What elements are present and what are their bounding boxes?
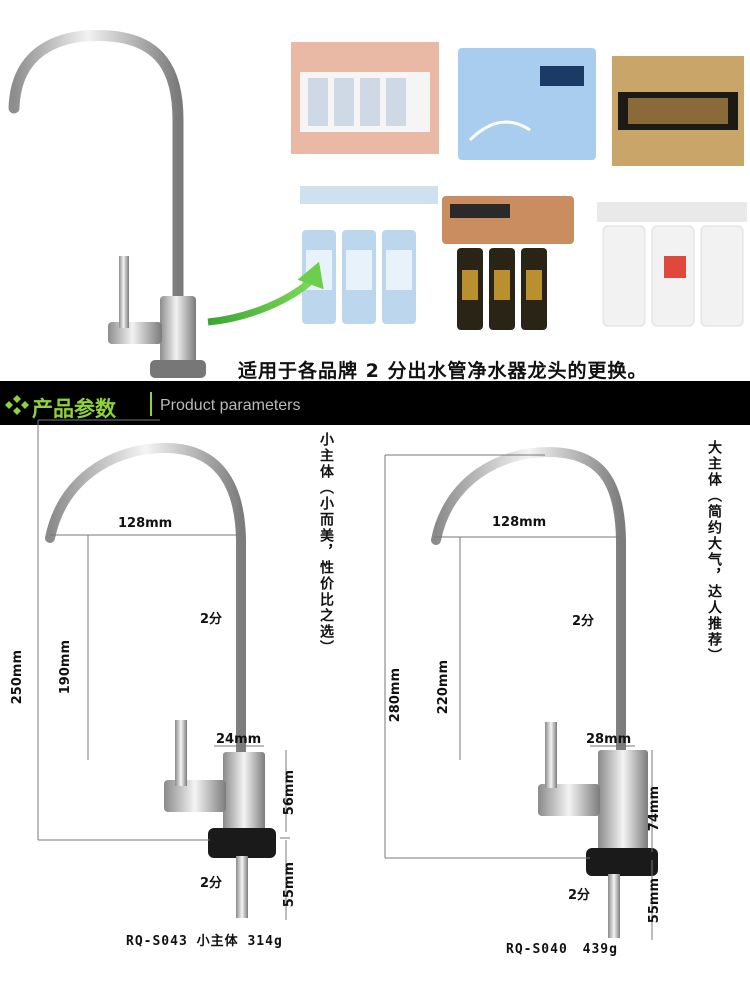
purifier-photo-1 bbox=[291, 42, 439, 154]
banner-subtitle: Product parameters bbox=[160, 397, 301, 414]
large-thread-top-label: 2分 bbox=[572, 614, 595, 629]
small-model-number: RQ-S043 bbox=[126, 934, 188, 949]
small-dimension-lines bbox=[37, 419, 290, 920]
large-spout-height-label: 220mm bbox=[436, 660, 451, 715]
small-model-name: 小主体 bbox=[196, 934, 239, 949]
small-spout-height-label: 190mm bbox=[58, 640, 73, 695]
large-reach-label: 128mm bbox=[492, 515, 547, 530]
large-faucet-drawing bbox=[431, 446, 658, 938]
diamond-cluster-icon bbox=[5, 395, 29, 415]
large-thread-bottom-label: 2分 bbox=[568, 888, 591, 903]
large-shank-height-label: 55mm bbox=[647, 878, 662, 924]
small-faucet-drawing bbox=[45, 442, 276, 918]
large-body-width-label: 28mm bbox=[586, 732, 632, 747]
large-body-title: 大主体（简约大气，达人推荐） bbox=[706, 440, 722, 664]
small-reach-label: 128mm bbox=[118, 516, 173, 531]
large-model-line: RQ-S040 439g bbox=[506, 942, 618, 957]
small-thread-bottom-label: 2分 bbox=[200, 876, 223, 891]
section-banner bbox=[0, 381, 750, 425]
purifier-photo-3 bbox=[612, 56, 744, 166]
small-body-height-label: 56mm bbox=[282, 770, 297, 816]
small-model-line: RQ-S043 小主体 314g bbox=[126, 930, 283, 949]
small-thread-top-label: 2分 bbox=[200, 612, 223, 627]
small-body-width-label: 24mm bbox=[216, 732, 262, 747]
banner-divider bbox=[150, 392, 152, 416]
top-product-photos bbox=[8, 29, 747, 378]
small-shank-height-label: 55mm bbox=[282, 862, 297, 908]
faucet-photo-top bbox=[8, 29, 206, 378]
large-total-height-label: 280mm bbox=[388, 668, 403, 723]
banner-title: 产品参数 bbox=[32, 397, 116, 421]
small-total-height-label: 250mm bbox=[10, 650, 25, 705]
green-arrow bbox=[207, 261, 324, 326]
purifier-photo-5 bbox=[442, 196, 574, 330]
purifier-photo-6 bbox=[597, 202, 747, 327]
compatibility-caption: 适用于各品牌 2 分出水管净水器龙头的更换。 bbox=[238, 360, 648, 382]
purifier-photo-2 bbox=[458, 48, 596, 160]
small-model-weight: 314g bbox=[247, 934, 283, 949]
large-dimension-lines bbox=[384, 454, 653, 940]
large-body-height-label: 74mm bbox=[647, 786, 662, 832]
large-model-number: RQ-S040 bbox=[506, 942, 568, 957]
small-body-title: 小主体（小而美，性价比之选） bbox=[318, 432, 334, 656]
large-model-weight: 439g bbox=[582, 942, 618, 957]
